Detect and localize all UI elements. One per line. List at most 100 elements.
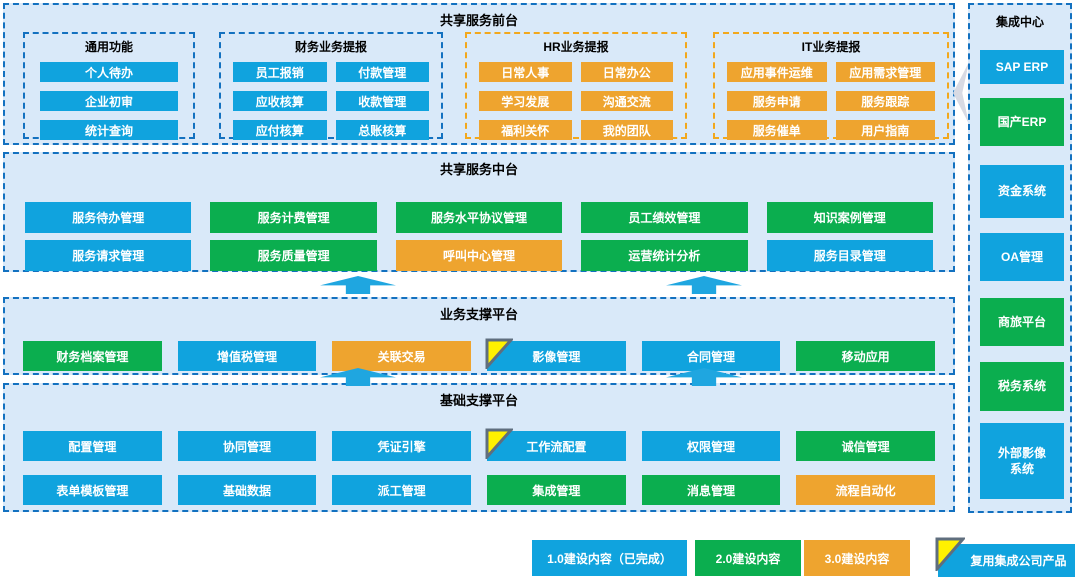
block-label: 服务催单: [752, 123, 801, 138]
block-label: OA管理: [1000, 249, 1043, 264]
mid-platform-title: 共享服务中台: [439, 162, 518, 177]
block-label: 资金系统: [997, 184, 1046, 199]
block-label: 沟通交流: [602, 94, 651, 109]
legend-label: 3.0建设内容: [824, 551, 890, 566]
diagram-block: 付款管理: [335, 62, 429, 82]
block-label: 基础数据: [222, 483, 271, 498]
integration-system-block: 资金系统: [980, 165, 1064, 218]
block-label: 影像管理: [532, 349, 581, 364]
diagram-block: 合同管理: [641, 341, 781, 371]
business-support-title: 业务支撑平台: [439, 307, 518, 322]
block-label: 流程自动化: [835, 483, 896, 498]
block-label: SAP ERP: [995, 59, 1049, 74]
diagram-block: 员工报销: [233, 62, 327, 82]
block-label: 集成管理: [532, 483, 581, 498]
diagram-block: 配置管理: [23, 431, 162, 461]
block-label: 总账核算: [358, 123, 407, 138]
legend-label: 2.0建设内容: [715, 551, 781, 566]
diagram-block: 应付核算: [233, 120, 327, 140]
integration-system-block: 税务系统: [980, 362, 1064, 411]
diagram-block: 服务水平协议管理: [395, 202, 563, 233]
business-support-section: 业务支撑平台 财务档案管理 增值税管理 关联交易 影像管理 合同管理 移动应用: [3, 297, 955, 375]
diagram-block: 服务申请: [727, 91, 827, 111]
diagram-block: 知识案例管理: [766, 202, 933, 233]
mid-platform-section: 共享服务中台 服务待办管理 服务计费管理 服务水平协议管理 员工绩效管理 知识案…: [3, 152, 955, 272]
diagram-block: 增值税管理: [177, 341, 317, 371]
diagram-block: 应用需求管理: [835, 62, 935, 82]
diagram-block: 收款管理: [335, 91, 429, 111]
block-label: 服务计费管理: [257, 211, 330, 225]
reuse-flag-icon: [935, 537, 967, 574]
legend-item: 复用集成公司产品: [935, 537, 1075, 577]
diagram-block: 个人待办: [40, 62, 178, 82]
diagram-block: 应收核算: [233, 91, 327, 111]
block-label: 关联交易: [377, 349, 426, 364]
block-label: 服务水平协议管理: [430, 211, 527, 225]
diagram-block: 学习发展: [479, 91, 572, 111]
block-label: 协同管理: [222, 439, 271, 454]
block-label: 权限管理: [686, 439, 735, 454]
diagram-block: 服务计费管理: [210, 202, 377, 233]
diagram-block: 财务档案管理: [23, 341, 162, 371]
diagram-block: 流程自动化: [796, 475, 935, 505]
block-label: 服务待办管理: [72, 211, 145, 225]
block-label: 配置管理: [68, 439, 117, 454]
diagram-block: 表单模板管理: [23, 475, 162, 505]
block-label: 用户指南: [861, 123, 910, 138]
group-finance-reporting: 财务业务提报 员工报销 付款管理 应收核算 收款管理 应付核算 总账核算: [219, 32, 443, 140]
diagram-block: 关联交易: [332, 341, 471, 371]
block-label: 学习发展: [501, 94, 550, 109]
block-label: 商旅平台: [997, 314, 1046, 329]
block-label: 知识案例管理: [813, 211, 886, 225]
block-label: 统计查询: [84, 123, 133, 138]
group-title: 财务业务提报: [294, 40, 367, 54]
group-title: HR业务提报: [543, 40, 609, 54]
block-label: 应收核算: [255, 94, 304, 109]
block-label: 日常办公: [602, 65, 651, 80]
diagram-block: 服务待办管理: [25, 202, 192, 233]
up-arrow-icon: [666, 276, 742, 294]
block-label: 呼叫中心管理: [442, 249, 515, 263]
block-label: 合同管理: [686, 349, 735, 364]
left-arrow-icon: [953, 62, 969, 124]
diagram-block: 集成管理: [487, 475, 626, 505]
group-hr-reporting: HR业务提报 日常人事 日常办公 学习发展 沟通交流 福利关怀 我的团队: [465, 32, 687, 140]
diagram-block: 服务催单: [727, 120, 827, 140]
block-label: 应付核算: [255, 123, 304, 138]
block-label: 移动应用: [841, 349, 890, 364]
diagram-block: 日常人事: [479, 62, 572, 82]
diagram-block: 福利关怀: [479, 120, 572, 140]
integration-system-block: 商旅平台: [980, 298, 1064, 346]
block-label: 我的团队: [602, 123, 651, 138]
front-platform-section: 共享服务前台 通用功能 个人待办 企业初审 统计查询 财务业务提报 员工报销 付…: [3, 3, 955, 145]
diagram-block: 服务跟踪: [835, 91, 935, 111]
group-items: 个人待办 企业初审 统计查询: [25, 55, 193, 140]
diagram-block: 移动应用: [796, 341, 935, 371]
block-label: 服务质量管理: [257, 249, 330, 263]
legend-item: 1.0建设内容（已完成）: [532, 540, 687, 576]
diagram-block: 我的团队: [580, 120, 673, 140]
diagram-block: 员工绩效管理: [581, 202, 748, 233]
integration-center-sidebar: 集成中心 SAP ERP 国产ERP 资金系统 OA管理 商旅平台 税务系统 外…: [968, 3, 1072, 513]
diagram-block: 服务请求管理: [25, 240, 192, 271]
block-label: 国产ERP: [997, 114, 1047, 129]
block-label: 应用需求管理: [849, 65, 922, 80]
integration-system-block: SAP ERP: [980, 50, 1064, 84]
diagram-block: 协同管理: [177, 431, 317, 461]
base-support-section: 基础支撑平台 配置管理 协同管理 凭证引擎 工作流配置 权限管理 诚信管理 表单…: [3, 383, 955, 512]
diagram-block: 基础数据: [177, 475, 317, 505]
block-label: 个人待办: [84, 65, 133, 80]
block-label: 服务请求管理: [72, 249, 145, 263]
diagram-block: 运营统计分析: [581, 240, 748, 271]
diagram-block: 服务质量管理: [210, 240, 377, 271]
block-label: 企业初审: [84, 94, 133, 109]
block-label: 财务档案管理: [56, 349, 129, 364]
block-label: 增值税管理: [216, 349, 277, 364]
group-it-reporting: IT业务提报 应用事件运维 应用需求管理 服务申请 服务跟踪 服务催单 用户指南: [713, 32, 949, 140]
diagram-block: 日常办公: [580, 62, 673, 82]
diagram-block: 服务目录管理: [766, 240, 933, 271]
group-general-functions: 通用功能 个人待办 企业初审 统计查询: [23, 32, 195, 140]
block-label: 消息管理: [686, 483, 735, 498]
integration-system-block: 外部影像系统: [980, 423, 1064, 499]
block-label: 运营统计分析: [628, 249, 701, 263]
